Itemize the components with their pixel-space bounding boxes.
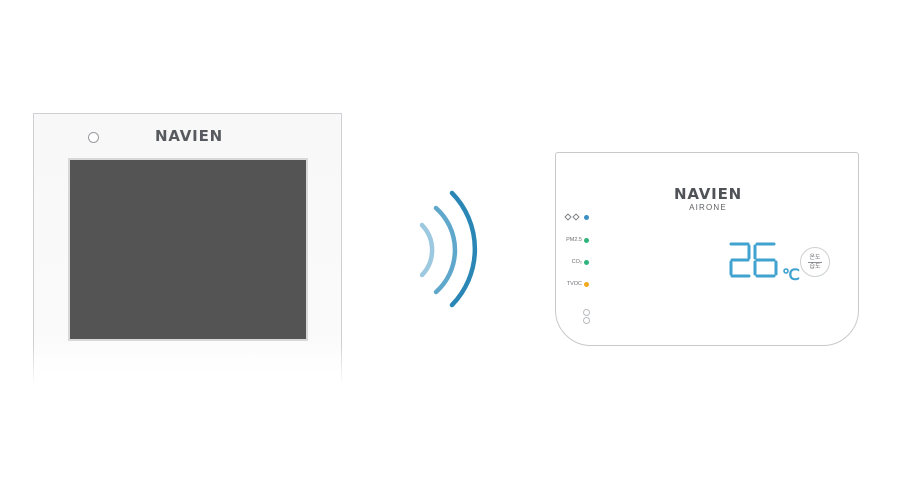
wireless-signal-icon (419, 190, 478, 308)
controller-screen[interactable] (68, 158, 308, 341)
smell-icon (564, 213, 580, 221)
indicator-smell (564, 212, 624, 222)
mode-humidity-label: 습도 (809, 263, 821, 270)
pm25-label: PM2.5 (566, 237, 582, 243)
tvoc-status-dot (584, 281, 589, 287)
pm25-status-dot (584, 237, 589, 243)
controller-brand-logo: NAVIEN (155, 127, 223, 145)
smell-status-dot (584, 214, 589, 220)
indicator-co2: CO₂ (564, 257, 624, 267)
signal-arc-small (419, 222, 435, 278)
wall-controller: NAVIEN (33, 113, 342, 385)
temp-humidity-toggle-button[interactable]: 온도 습도 (800, 247, 830, 277)
signal-arc-medium (433, 205, 458, 295)
indicator-pm25: PM2.5 (564, 235, 624, 245)
touch-button-1[interactable] (583, 309, 590, 316)
tvoc-label: TVOC (566, 281, 582, 287)
mode-divider (808, 262, 822, 263)
touch-button-2[interactable] (583, 317, 590, 324)
indicator-tvoc: TVOC (564, 279, 624, 289)
signal-arc-large (449, 190, 478, 308)
light-sensor-icon (88, 132, 99, 143)
mode-temperature-label: 온도 (809, 255, 821, 261)
co2-label: CO₂ (571, 259, 582, 265)
air-purifier-panel: NAVIEN AIRONE PM2.5 CO₂ TVOC ℃ 온도 습도 (555, 152, 859, 346)
purifier-brand-logo: NAVIEN (674, 185, 742, 203)
temperature-digits (729, 242, 778, 278)
co2-status-dot (584, 259, 589, 265)
purifier-model-name: AIRONE (689, 203, 727, 212)
temperature-unit: ℃ (782, 267, 800, 284)
